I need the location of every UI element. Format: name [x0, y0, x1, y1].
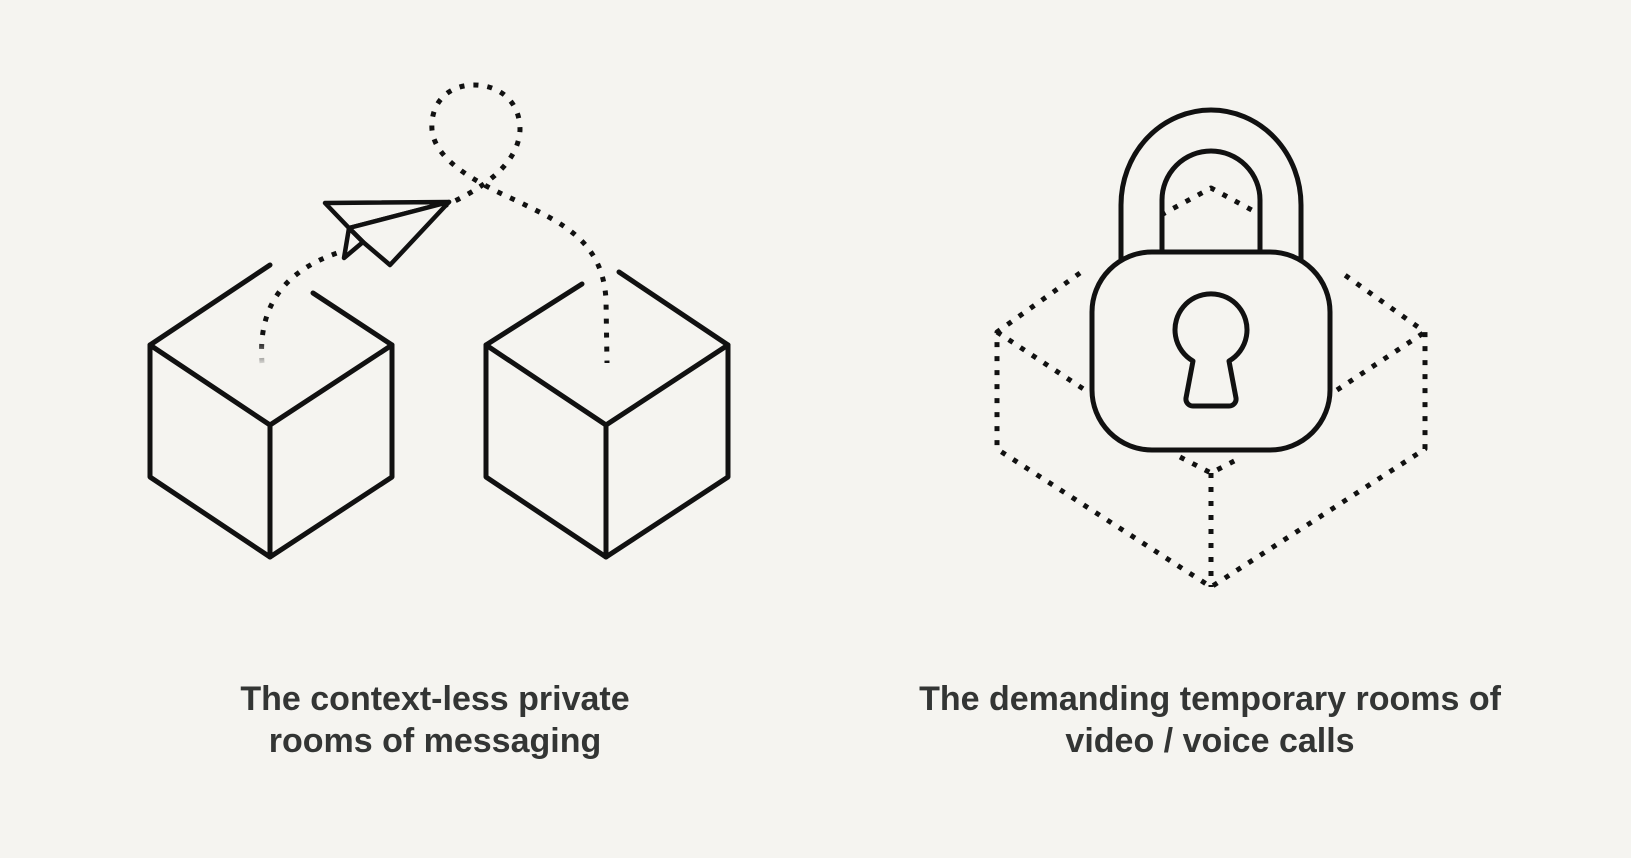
calls-caption-line1: The demanding temporary rooms of: [919, 680, 1501, 718]
messaging-illustration: [147, 82, 731, 560]
calls-caption-line2: video / voice calls: [1065, 722, 1355, 760]
padlock-body: [1089, 249, 1333, 453]
padlock-icon: [1089, 107, 1333, 453]
messaging-caption-line1: The context-less private: [240, 680, 630, 718]
flight-path-dotted-loop: [429, 82, 610, 364]
keyhole-icon: [1172, 291, 1250, 409]
flight-path-dotted-line: [259, 249, 341, 364]
paper-plane-icon: [322, 199, 452, 268]
dotted-box-icon: [994, 185, 1428, 590]
cube-icon-left: [147, 262, 395, 560]
cube-icon-right: [483, 269, 731, 560]
messaging-caption: The context-less private rooms of messag…: [150, 678, 720, 762]
calls-caption: The demanding temporary rooms of video /…: [860, 678, 1560, 762]
messaging-caption-line2: rooms of messaging: [268, 722, 602, 760]
call-room-illustration: [994, 107, 1428, 590]
padlock-shackle: [1118, 107, 1304, 265]
